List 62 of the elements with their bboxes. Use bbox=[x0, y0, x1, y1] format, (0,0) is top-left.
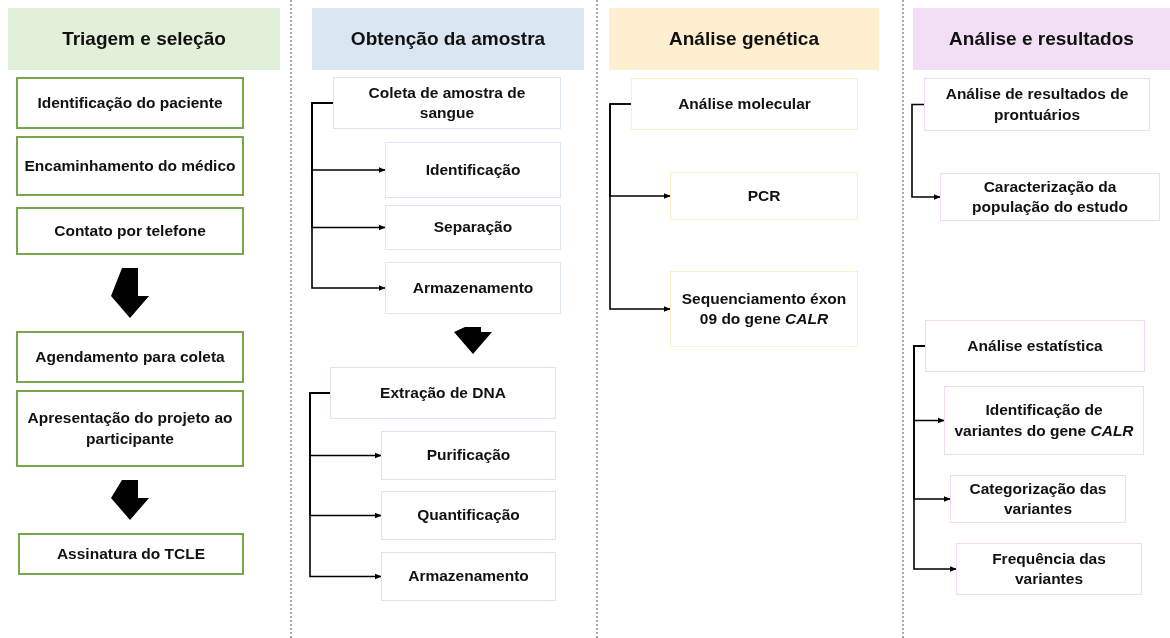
step-text: PCR bbox=[747, 185, 781, 206]
step-text: Sequenciamento éxon 09 do gene CALR bbox=[680, 288, 848, 329]
step-box bbox=[924, 78, 1150, 131]
step-text: Agendamento para coleta bbox=[35, 346, 225, 367]
step-box bbox=[16, 390, 244, 467]
block-arrow bbox=[454, 327, 492, 354]
step-text: Purificação bbox=[426, 445, 511, 466]
step-box bbox=[670, 172, 858, 220]
phase-header bbox=[913, 8, 1170, 70]
phase-header bbox=[609, 8, 879, 70]
phase-header bbox=[8, 8, 280, 70]
connector-arrow bbox=[911, 103, 941, 200]
step-box bbox=[385, 262, 561, 314]
step-text: Separação bbox=[433, 217, 513, 238]
step-box bbox=[925, 320, 1145, 372]
step-box bbox=[16, 331, 244, 383]
step-box bbox=[950, 475, 1126, 523]
step-text: Caracterização da população do estudo bbox=[971, 176, 1129, 217]
connector-arrow bbox=[309, 392, 382, 580]
step-box bbox=[16, 207, 244, 255]
phase-header bbox=[312, 8, 584, 70]
step-text: Análise estatística bbox=[967, 335, 1103, 356]
step-text: Apresentação do projeto ao participante bbox=[26, 408, 234, 449]
phase-title: Análise e resultados bbox=[949, 27, 1134, 51]
step-text: Frequência das variantes bbox=[991, 548, 1107, 589]
connector-arrow bbox=[311, 102, 386, 291]
step-box bbox=[956, 543, 1142, 595]
step-text: Análise molecular bbox=[678, 93, 811, 114]
step-box bbox=[385, 205, 561, 250]
step-text: Identificação do paciente bbox=[37, 92, 223, 113]
step-box bbox=[670, 271, 858, 347]
step-box bbox=[940, 173, 1160, 221]
step-box bbox=[944, 386, 1144, 455]
connector-arrow bbox=[913, 345, 957, 572]
step-text: Armazenamento bbox=[412, 277, 534, 298]
phase-title: Obtenção da amostra bbox=[350, 27, 546, 51]
phase-title: Triagem e seleção bbox=[62, 27, 226, 51]
step-box bbox=[385, 142, 561, 198]
step-box bbox=[16, 136, 244, 196]
phase-title: Análise genética bbox=[669, 27, 819, 51]
block-arrow bbox=[111, 268, 149, 318]
step-text: Categorização das variantes bbox=[968, 478, 1108, 519]
step-text: Quantificação bbox=[417, 505, 520, 526]
step-text: Extração de DNA bbox=[380, 382, 506, 403]
step-box bbox=[381, 491, 556, 540]
step-text: Identificação de variantes do gene CALR bbox=[953, 400, 1135, 441]
step-text: Coleta de amostra de sangue bbox=[367, 82, 527, 123]
step-text: Encaminhamento do médico bbox=[24, 155, 236, 176]
step-box bbox=[631, 78, 858, 130]
step-box bbox=[330, 367, 556, 419]
connector-arrow bbox=[609, 103, 671, 312]
step-text: Análise de resultados de prontuários bbox=[944, 84, 1130, 125]
step-box bbox=[333, 77, 561, 129]
step-box bbox=[381, 552, 556, 601]
step-text: Contato por telefone bbox=[54, 220, 206, 241]
step-text: Assinatura do TCLE bbox=[56, 543, 206, 564]
block-arrow bbox=[111, 480, 149, 520]
step-box bbox=[18, 533, 244, 575]
step-box bbox=[381, 431, 556, 480]
step-box bbox=[16, 77, 244, 129]
step-text: Armazenamento bbox=[408, 566, 529, 587]
step-text: Identificação bbox=[425, 159, 521, 180]
